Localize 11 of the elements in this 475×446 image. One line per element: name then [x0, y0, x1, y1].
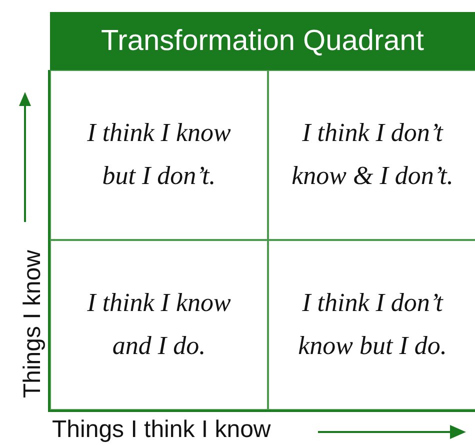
quadrant-text: I think I don’t know but I do.: [297, 287, 448, 362]
quadrant-cell: [50, 240, 268, 410]
quadrant-cell: [50, 70, 268, 240]
title-banner: Transformation Quadrant: [50, 12, 475, 70]
axis-label: Things I know: [19, 248, 47, 400]
quadrant-text: I think I know and I do.: [86, 287, 232, 362]
quadrant-cell: [268, 70, 475, 240]
axis-label: Things I think I know: [52, 416, 271, 444]
quadrant-text: I think I don’t know & I don’t.: [290, 117, 454, 192]
quadrant-text: I think I know but I don’t.: [86, 117, 232, 192]
quadrant-cell: [268, 240, 475, 410]
